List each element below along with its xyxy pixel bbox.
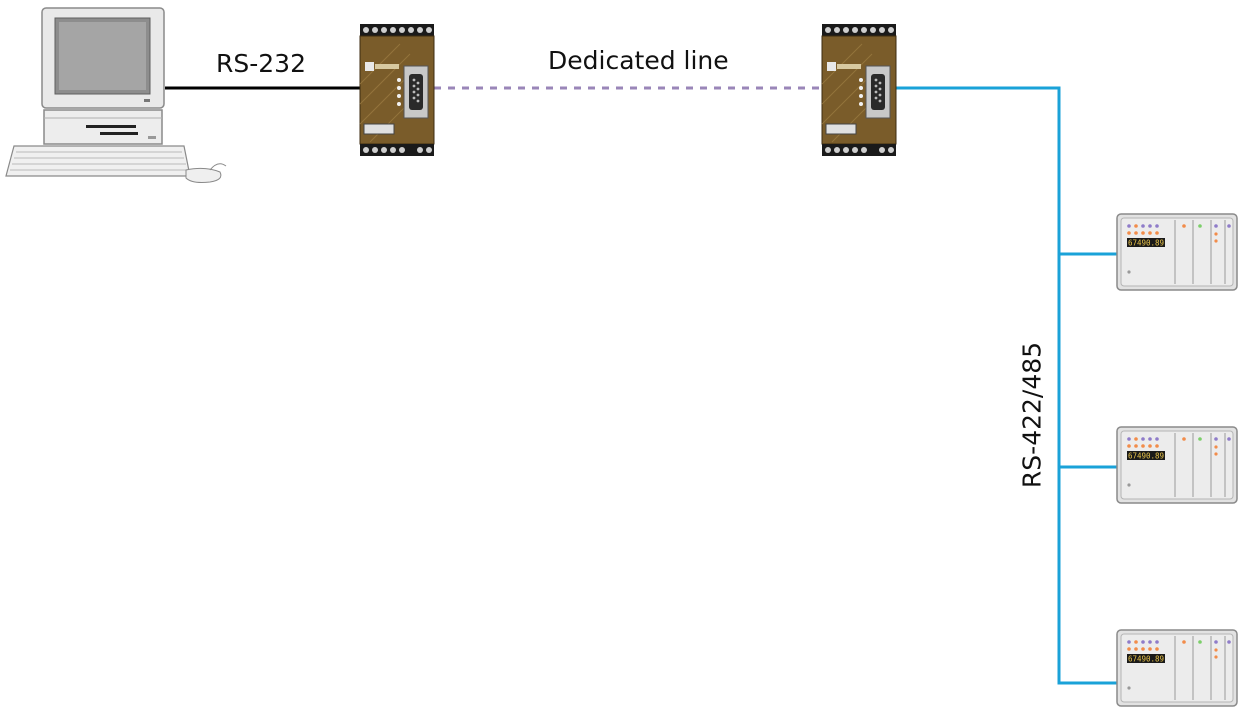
rs422-485-bus: [895, 86, 1117, 685]
rs422-485-label: RS-422/485: [1017, 341, 1047, 489]
computer-icon: [5, 7, 227, 183]
modem-right-icon: [821, 23, 897, 157]
controller-display: 67490.89: [1128, 655, 1164, 664]
controller-display: 67490.89: [1128, 239, 1164, 248]
controller-3-icon: 67490.89: [1116, 629, 1238, 707]
modem-left-icon: [359, 23, 435, 157]
dedicated-line-label: Dedicated line: [548, 46, 729, 75]
rs232-label: RS-232: [216, 49, 306, 78]
controller-display: 67490.89: [1128, 452, 1164, 461]
controller-2-icon: 67490.89: [1116, 426, 1238, 504]
controller-1-icon: 67490.89: [1116, 213, 1238, 291]
